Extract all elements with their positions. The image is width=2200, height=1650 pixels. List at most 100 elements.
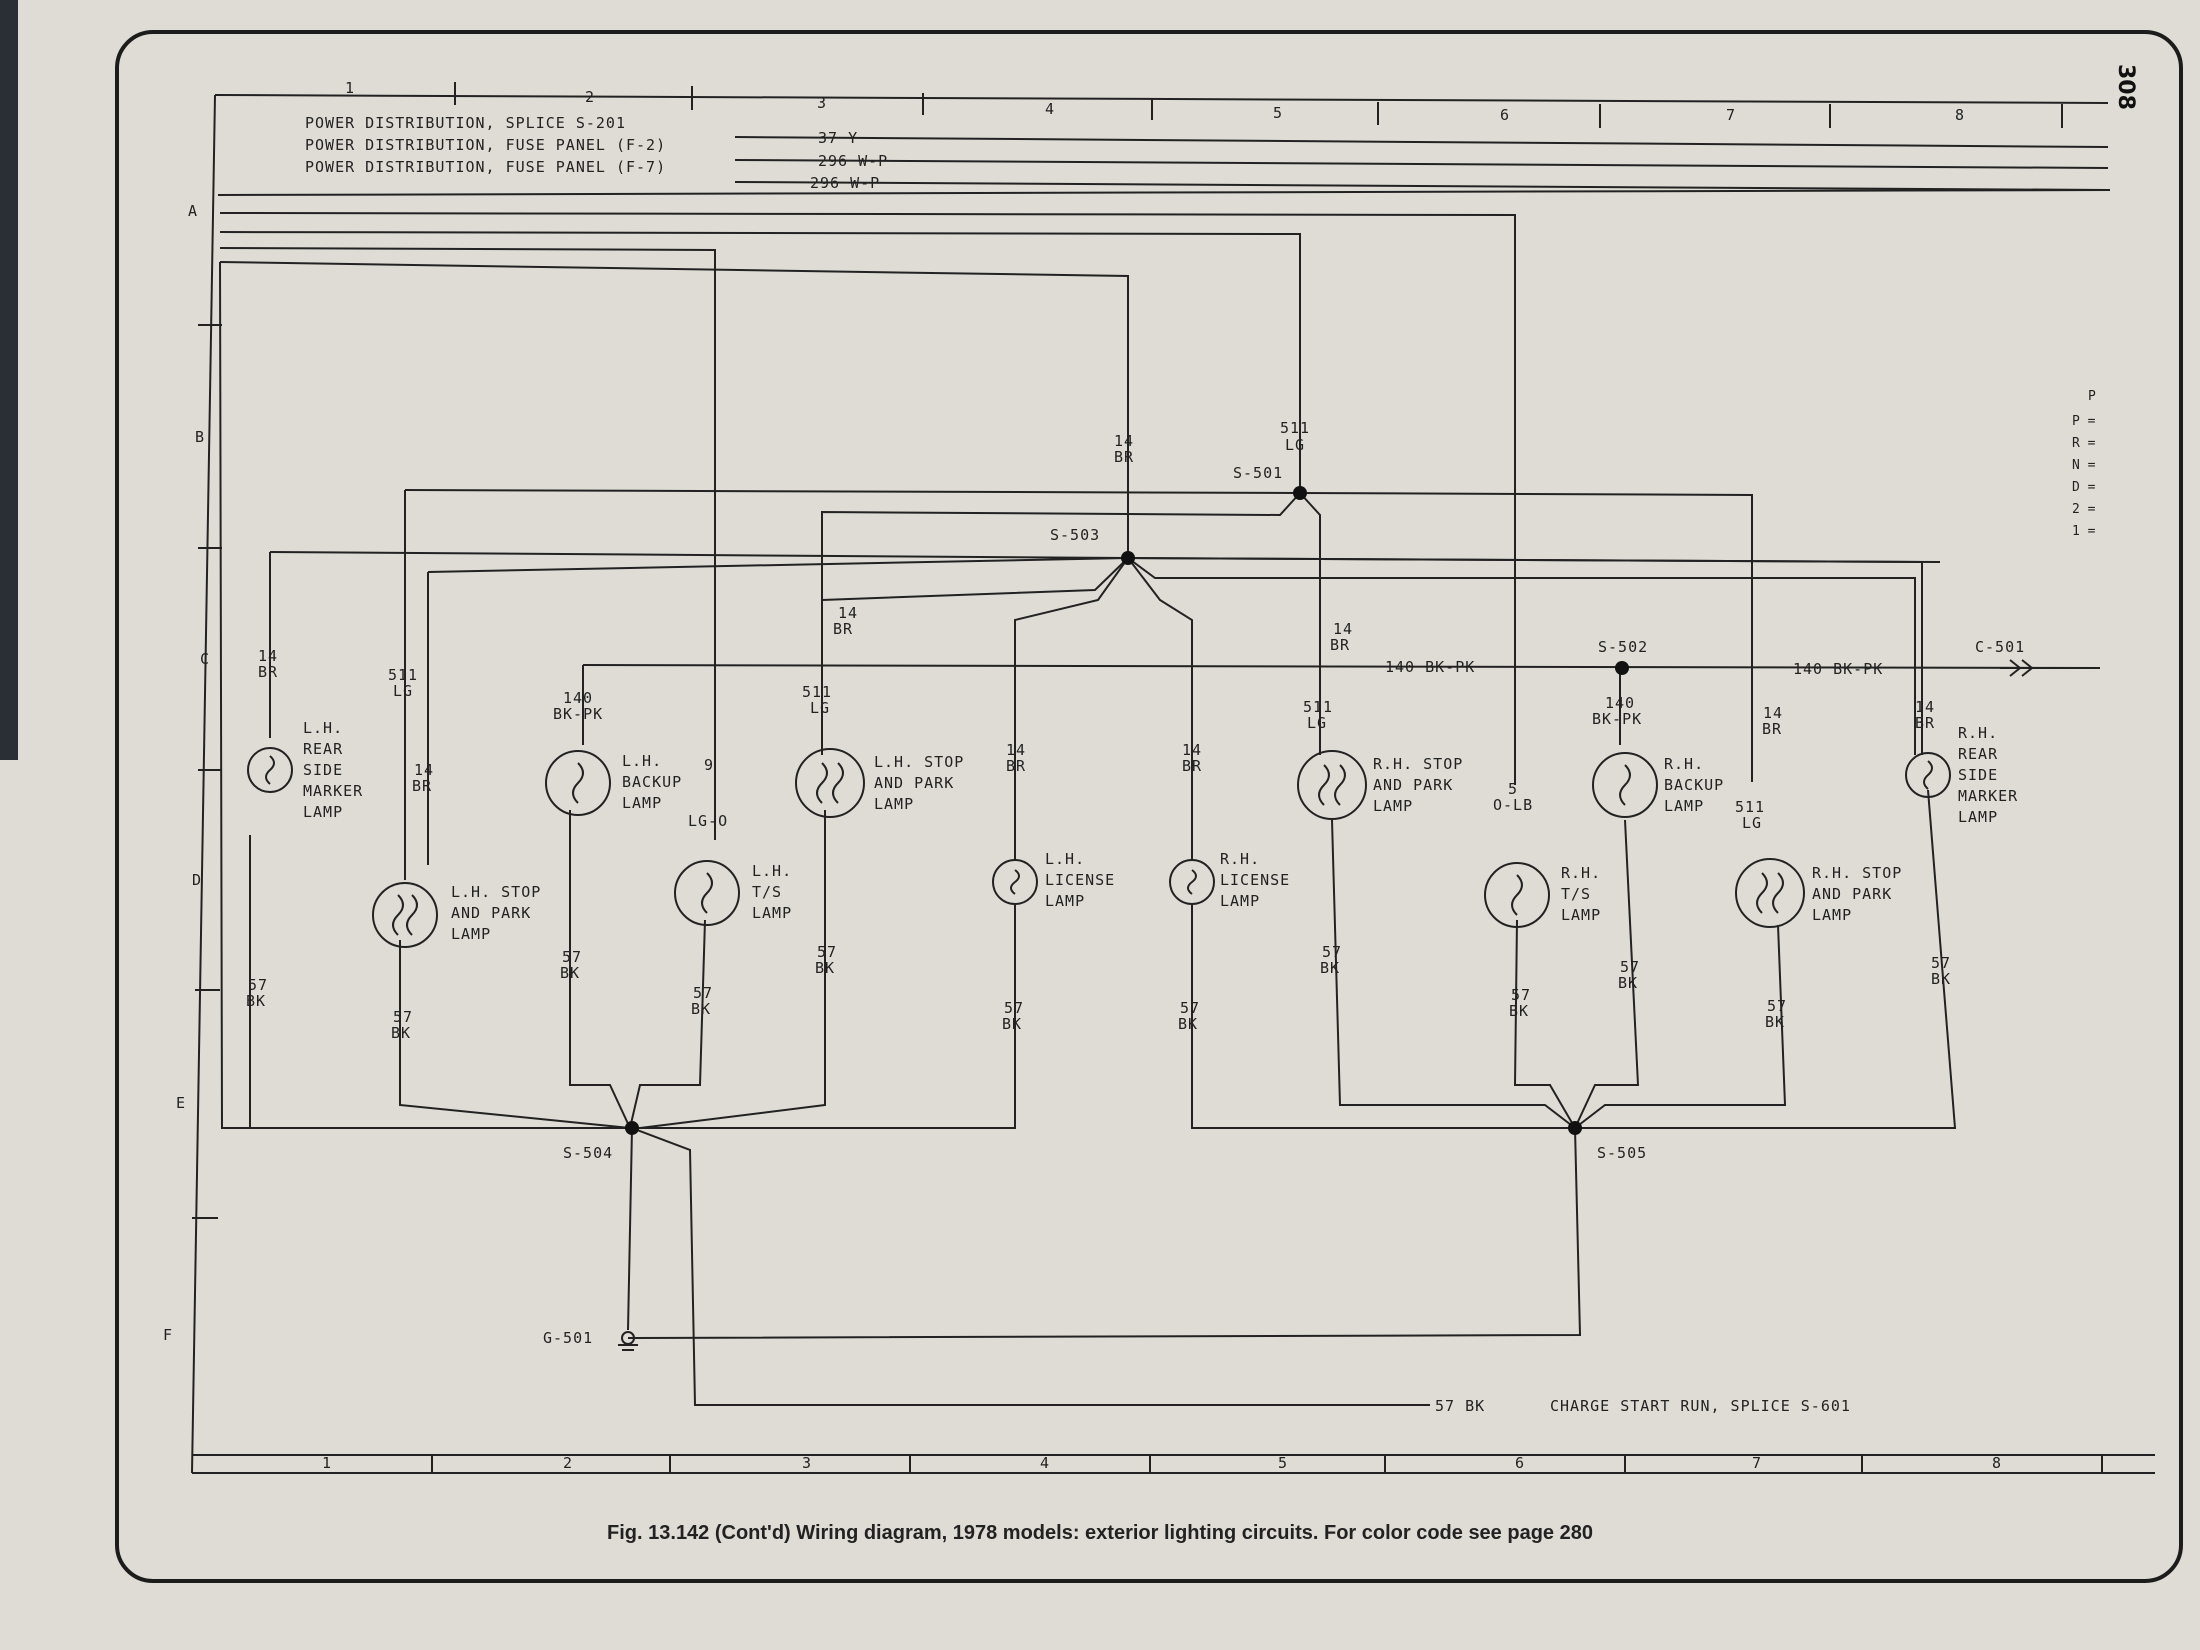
grid-col-1: 1 bbox=[345, 79, 354, 97]
rh-lic-name-3: LAMP bbox=[1220, 892, 1260, 910]
rh-rsm-name-4: MARKER bbox=[1958, 787, 2018, 805]
prnd-6: 1 = bbox=[2072, 524, 2096, 539]
rh-ts-name-1: R.H. bbox=[1561, 864, 1601, 882]
rh-bu-top-color: BK-PK bbox=[1592, 710, 1642, 728]
rh-bu-name-1: R.H. bbox=[1664, 755, 1704, 773]
lamp-labels: 14 BR L.H. REAR SIDE MARKER LAMP 57 BK 5… bbox=[246, 647, 2018, 1042]
grid-col-2-bottom: 2 bbox=[563, 1454, 572, 1472]
rh-sp2-bot-color: BK bbox=[1765, 1013, 1785, 1031]
lh-rsm-name-4: MARKER bbox=[303, 782, 363, 800]
lh-sp-name-3: LAMP bbox=[451, 925, 491, 943]
lh-bu-name-3: LAMP bbox=[622, 794, 662, 812]
lh-ts-name-1: L.H. bbox=[752, 862, 792, 880]
lh-rsm-top-color: BR bbox=[258, 663, 278, 681]
grid-col-8: 8 bbox=[1955, 106, 1964, 124]
lh-lic-bot-num: 57 bbox=[1004, 999, 1024, 1017]
lh-backup-icon bbox=[545, 750, 611, 816]
lh-lic-name-2: LICENSE bbox=[1045, 871, 1115, 889]
rh-lic-top-color: BR bbox=[1182, 757, 1202, 775]
lh-lic-top-color: BR bbox=[1006, 757, 1026, 775]
rh-ts-bot-color: BK bbox=[1509, 1002, 1529, 1020]
lh-sp-name-1: L.H. STOP bbox=[451, 883, 541, 901]
rh-ts-top-color: O-LB bbox=[1493, 796, 1533, 814]
prnd21-legend: P P = R = N = D = 2 = 1 = bbox=[2072, 389, 2096, 539]
rh-sp2-name-2: AND PARK bbox=[1812, 885, 1892, 903]
splice-s501: S-501 bbox=[1233, 464, 1283, 482]
lh-bu-name-1: L.H. bbox=[622, 752, 662, 770]
grid-row-a: A bbox=[188, 202, 197, 220]
lh-sp-top-num: 511 bbox=[388, 666, 418, 684]
rh-bu-top-num: 140 bbox=[1605, 694, 1635, 712]
rh-rsm-top-num: 14 bbox=[1915, 698, 1935, 716]
grid-row-c: C bbox=[200, 650, 209, 668]
s503-wire-br: BR bbox=[833, 620, 853, 638]
wire-140-bkpk-2: 140 BK-PK bbox=[1793, 660, 1883, 678]
lh-sp2-bot-color: BK bbox=[815, 959, 835, 977]
harness-wires bbox=[219, 212, 2101, 1129]
lh-sp2-name-1: L.H. STOP bbox=[874, 753, 964, 771]
lh-lic-bot-color: BK bbox=[1002, 1015, 1022, 1033]
wire-57-bk-charge: 57 BK bbox=[1435, 1397, 1485, 1415]
lh-sp-wire-br: BR bbox=[412, 777, 432, 795]
power-wire-2: 296 W-P bbox=[818, 152, 888, 170]
grid-col-7-bottom: 7 bbox=[1752, 1454, 1761, 1472]
rh-lic-bot-num: 57 bbox=[1180, 999, 1200, 1017]
grid-col-7: 7 bbox=[1726, 106, 1735, 124]
rh-rsm-bot-color: BK bbox=[1931, 970, 1951, 988]
rh-rear-side-marker-icon bbox=[1905, 752, 1951, 798]
rh-rsm-name-1: R.H. bbox=[1958, 724, 1998, 742]
power-source-3: POWER DISTRIBUTION, FUSE PANEL (F-7) bbox=[305, 158, 666, 176]
rh-sp2-wire-14: 14 bbox=[1763, 704, 1783, 722]
ground-symbol bbox=[618, 1331, 638, 1351]
grid-row-e: E bbox=[176, 1094, 185, 1112]
lh-bu-top-num: 140 bbox=[563, 689, 593, 707]
lh-license-icon bbox=[992, 859, 1038, 905]
splice-s504: S-504 bbox=[563, 1144, 613, 1162]
prnd-5: 2 = bbox=[2072, 502, 2096, 517]
rh-rsm-name-3: SIDE bbox=[1958, 766, 1998, 784]
lh-ts-top-num: 9 bbox=[704, 756, 714, 774]
rh-license-icon bbox=[1169, 859, 1215, 905]
power-feed-wires bbox=[734, 136, 2109, 191]
rh-sp2-name-1: R.H. STOP bbox=[1812, 864, 1902, 882]
grid-row-f: F bbox=[163, 1326, 172, 1344]
rh-sp-top-color: LG bbox=[1307, 714, 1327, 732]
splice-dots bbox=[625, 486, 1629, 1135]
rh-stop-park-icon bbox=[1297, 750, 1367, 820]
rh-lic-bot-color: BK bbox=[1178, 1015, 1198, 1033]
lh-rsm-bot-num: 57 bbox=[248, 976, 268, 994]
s503-wire-14: 14 bbox=[838, 604, 858, 622]
lh-rsm-name-3: SIDE bbox=[303, 761, 343, 779]
lh-bu-bot-color: BK bbox=[560, 964, 580, 982]
lh-sp-bot-color: BK bbox=[391, 1024, 411, 1042]
rh-rsm-top-color: BR bbox=[1915, 714, 1935, 732]
lh-ts-name-3: LAMP bbox=[752, 904, 792, 922]
grid-col-3: 3 bbox=[817, 94, 826, 112]
page-frame bbox=[115, 30, 2183, 1583]
lh-sp-wire-14: 14 bbox=[414, 761, 434, 779]
lh-ts-bot-color: BK bbox=[691, 1000, 711, 1018]
splice-s502: S-502 bbox=[1598, 638, 1648, 656]
rh-sp2-top-color: LG bbox=[1742, 814, 1762, 832]
grid-col-1-bottom: 1 bbox=[322, 1454, 331, 1472]
splice-s503: S-503 bbox=[1050, 526, 1100, 544]
rh-lic-top-num: 14 bbox=[1182, 741, 1202, 759]
rh-rsm-name-5: LAMP bbox=[1958, 808, 1998, 826]
lh-sp2-top-num: 511 bbox=[802, 683, 832, 701]
wire-140-bkpk-1: 140 BK-PK bbox=[1385, 658, 1475, 676]
rh-sp-wire-14: 14 bbox=[1333, 620, 1353, 638]
rh-bu-bot-color: BK bbox=[1618, 974, 1638, 992]
lh-bu-name-2: BACKUP bbox=[622, 773, 682, 791]
rh-rsm-bot-num: 57 bbox=[1931, 954, 1951, 972]
rh-bu-name-2: BACKUP bbox=[1664, 776, 1724, 794]
rh-stop-park-2-icon bbox=[1735, 858, 1805, 928]
splice-s505: S-505 bbox=[1597, 1144, 1647, 1162]
prnd-4: D = bbox=[2072, 480, 2096, 495]
wire-14-br-top-color: BR bbox=[1114, 448, 1134, 466]
rh-sp-name-3: LAMP bbox=[1373, 797, 1413, 815]
charge-start-run-label: CHARGE START RUN, SPLICE S-601 bbox=[1550, 1397, 1851, 1415]
grid-col-5-bottom: 5 bbox=[1278, 1454, 1287, 1472]
grid-row-b: B bbox=[195, 428, 204, 446]
power-source-1: POWER DISTRIBUTION, SPLICE S-201 bbox=[305, 114, 626, 132]
lh-ts-bot-num: 57 bbox=[693, 984, 713, 1002]
